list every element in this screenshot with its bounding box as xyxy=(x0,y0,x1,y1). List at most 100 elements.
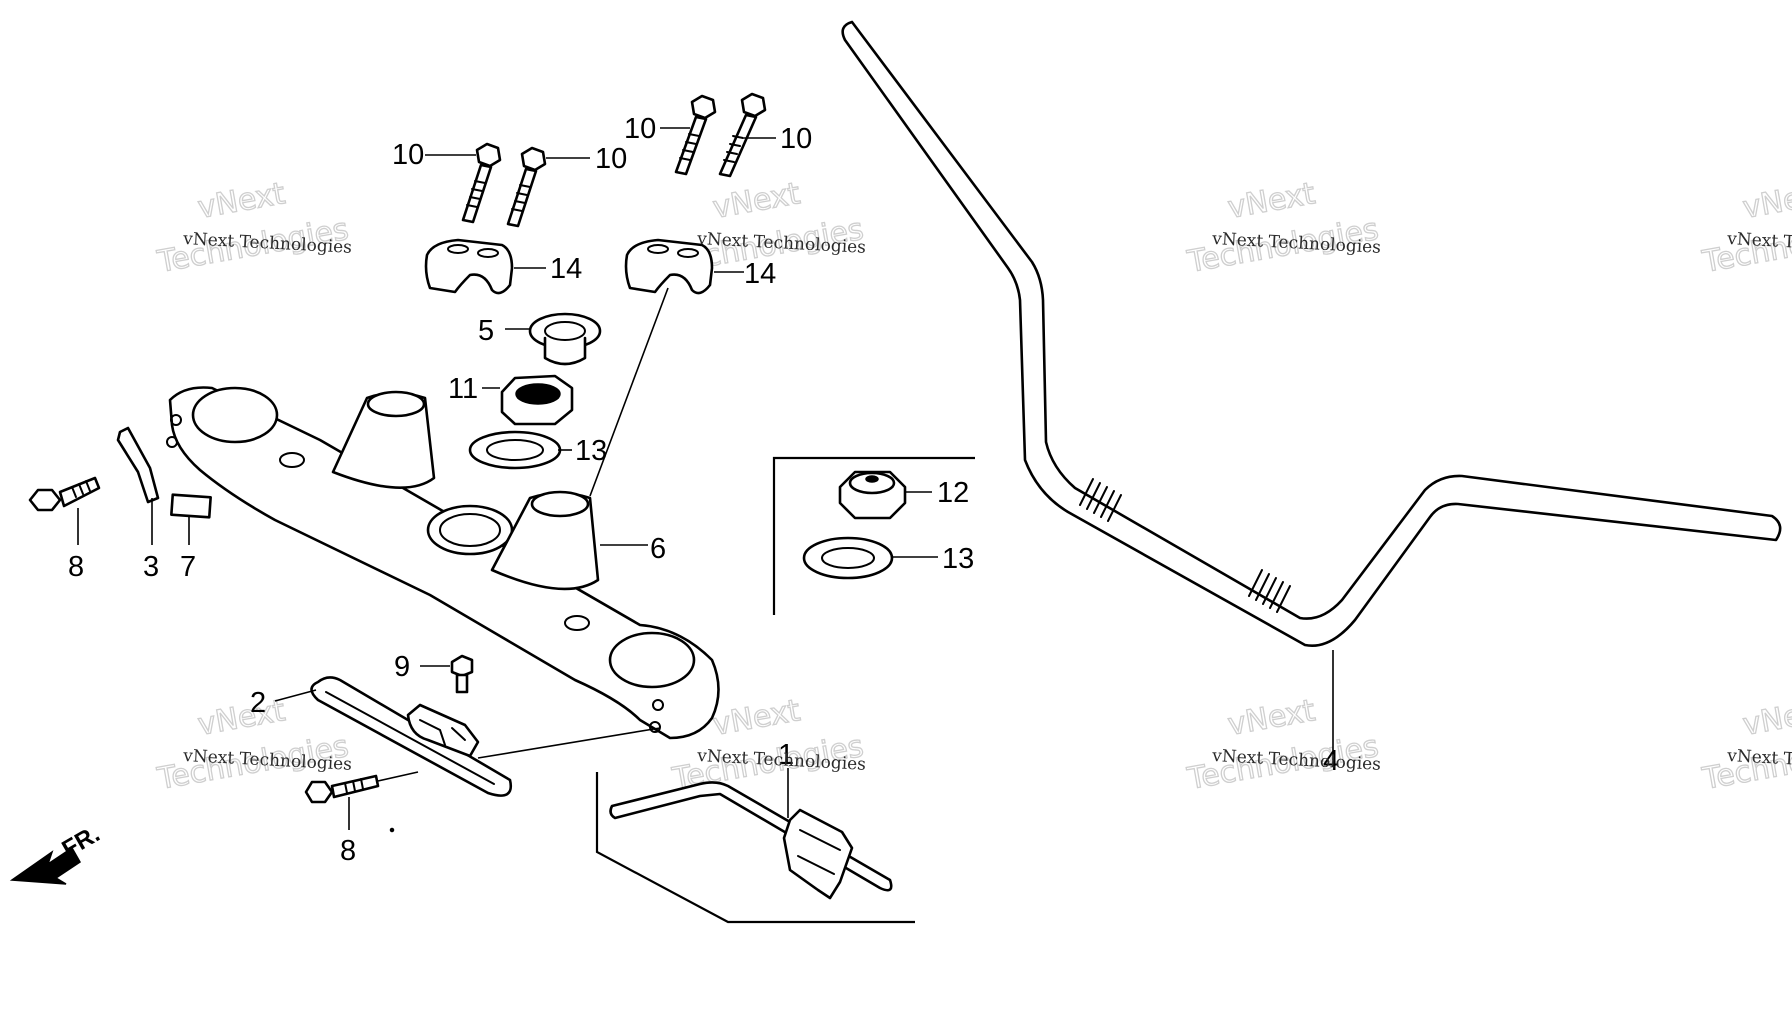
handlebar-tube xyxy=(841,20,1782,648)
callout-6: 6 xyxy=(650,533,666,565)
caution-label xyxy=(170,493,212,519)
watermark-big: vNext xyxy=(195,693,288,743)
callout-10: 10 xyxy=(624,113,656,145)
inset-frame xyxy=(772,456,975,615)
knurl-mark xyxy=(1079,478,1122,522)
cap-nut-highlight xyxy=(865,475,879,483)
washer-13 xyxy=(468,430,562,470)
washer-13-inset xyxy=(802,536,894,580)
stem-nut-5-top xyxy=(544,321,586,341)
bolt-thread xyxy=(679,133,700,161)
inset-frame xyxy=(595,772,915,924)
bolt-thread xyxy=(511,184,531,212)
callout-8-lower: 8 xyxy=(340,835,356,867)
clip-block xyxy=(406,703,480,758)
callout-12: 12 xyxy=(937,477,969,509)
bolt-10 xyxy=(425,142,502,224)
bolt-thread xyxy=(466,180,486,208)
watermark-big: vNext xyxy=(1740,693,1792,743)
fork-clamp-hole xyxy=(608,631,696,689)
holder-bolt-hole xyxy=(477,248,499,258)
bracket-plate xyxy=(116,426,160,504)
bolt-shank xyxy=(58,476,101,508)
stem-hole-inner xyxy=(439,513,501,547)
mount-hole xyxy=(170,414,182,426)
holder-right xyxy=(624,238,714,295)
washer-13-hole xyxy=(486,439,544,461)
wire-clamp-detail xyxy=(797,829,841,875)
callout-10: 10 xyxy=(595,143,627,175)
callout-1: 1 xyxy=(778,739,794,771)
top-bridge xyxy=(166,386,720,740)
callout-10: 10 xyxy=(780,123,812,155)
riser-top xyxy=(366,390,426,418)
bolt-head xyxy=(475,142,502,168)
front-direction: FR. xyxy=(9,820,395,885)
callout-11: 11 xyxy=(448,373,478,405)
clip-detail xyxy=(419,719,466,746)
bolt-shank xyxy=(674,115,708,176)
nut-11-bore xyxy=(515,383,561,405)
knurl-mark xyxy=(1248,569,1291,613)
callout-13: 13 xyxy=(575,435,607,467)
callout-14: 14 xyxy=(744,258,776,290)
watermark-big: vNext xyxy=(1225,693,1318,743)
fork-clamp-hole xyxy=(191,386,279,444)
leader-line xyxy=(589,287,669,497)
washer-13-inset-hole xyxy=(821,547,875,569)
handlebar xyxy=(841,20,1782,760)
leader-line xyxy=(377,771,419,782)
wire-band-inner xyxy=(325,691,495,785)
bolt-thread xyxy=(723,135,744,163)
callout-13-inset: 13 xyxy=(942,543,974,575)
bolt-head xyxy=(740,92,767,118)
bolt-thread xyxy=(71,480,91,498)
inset-cap-nut xyxy=(772,456,975,615)
bolt-9-shank xyxy=(455,673,469,694)
callout-8: 8 xyxy=(68,551,84,583)
front-arrow-icon xyxy=(9,846,81,885)
bracket-assembly xyxy=(28,426,212,545)
mount-hole xyxy=(652,699,664,711)
callout-3: 3 xyxy=(143,551,159,583)
watermark-big: vNext xyxy=(710,176,803,226)
holder-bolt-hole xyxy=(447,244,469,254)
wire-clamp-plate xyxy=(782,808,854,900)
bolt-10 xyxy=(660,94,717,176)
wire-clamp-band xyxy=(609,781,893,892)
speck xyxy=(389,827,395,833)
watermark-big: vNext xyxy=(1225,176,1318,226)
bridge-body xyxy=(168,386,720,740)
riser-top xyxy=(530,490,590,518)
bolt-shank xyxy=(461,163,493,224)
bolt-thread xyxy=(344,778,364,794)
holder-bolts xyxy=(425,92,776,228)
bolt-head xyxy=(690,94,717,120)
watermark-big: vNext xyxy=(1740,176,1792,226)
leader-line xyxy=(477,727,661,759)
mount-hole xyxy=(649,721,661,733)
mount-hole xyxy=(166,436,178,448)
callout-9: 9 xyxy=(394,651,410,683)
bolt-10 xyxy=(718,92,776,178)
callout-4: 4 xyxy=(1323,745,1339,777)
stem-nut-5 xyxy=(543,336,587,366)
bolt-9-head xyxy=(450,654,474,678)
callout-2: 2 xyxy=(250,687,266,719)
bolt-head xyxy=(304,780,334,804)
bolt-10 xyxy=(506,146,590,228)
callout-7: 7 xyxy=(180,551,196,583)
inset-wire-clamp xyxy=(595,768,915,924)
handlebar-holders xyxy=(424,238,744,497)
cap-nut-dome xyxy=(848,471,896,495)
callout-5: 5 xyxy=(478,315,494,347)
holder-left xyxy=(424,238,514,295)
bolt-shank xyxy=(506,167,538,228)
stem-stack xyxy=(468,312,602,470)
watermark-big: vNext xyxy=(195,176,288,226)
callout-10: 10 xyxy=(392,139,424,171)
callouts: 1 2 3 4 5 6 7 8 8 9 10 10 10 10 11 12 13… xyxy=(68,113,1339,867)
bolt-head xyxy=(520,146,547,172)
